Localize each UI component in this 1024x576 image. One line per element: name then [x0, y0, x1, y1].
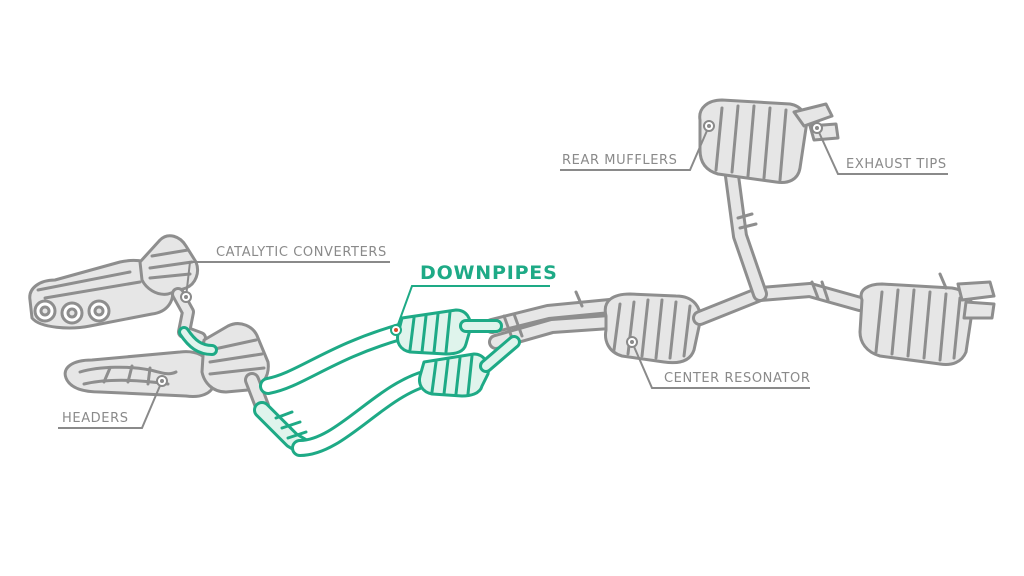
lower-header-part — [63, 350, 216, 398]
center-resonator-part — [603, 292, 702, 365]
gray-parts — [28, 98, 996, 414]
headers-leader — [58, 380, 163, 429]
upper-catalytic-converter-part — [138, 234, 207, 345]
lower-rear-muffler-part — [858, 272, 996, 366]
rear-mufflers-marker — [703, 120, 715, 132]
upper-header-part — [28, 258, 175, 330]
catalytic-converters-marker — [180, 291, 192, 303]
downpipes-part — [178, 308, 521, 457]
headers-label: HEADERS — [62, 411, 129, 426]
center-resonator-leader — [631, 341, 810, 389]
markers — [156, 120, 823, 387]
headers-marker — [156, 375, 168, 387]
catalytic-converters-leader — [185, 261, 390, 298]
rear-pipes-part — [692, 168, 868, 326]
catalytic-converters-label: CATALYTIC CONVERTERS — [216, 245, 387, 260]
exhaust-tips-label: EXHAUST TIPS — [846, 157, 947, 172]
rear-mufflers-label: REAR MUFFLERS — [562, 153, 678, 168]
center-resonator-label: CENTER RESONATOR — [664, 371, 811, 386]
lower-catalytic-converter-part — [200, 322, 270, 414]
downpipes-leader — [395, 285, 550, 331]
upper-rear-muffler-part — [698, 98, 840, 184]
exhaust-tips-marker — [811, 122, 823, 134]
exhaust-tips-leader — [816, 127, 948, 175]
leader-lines — [58, 125, 948, 429]
downpipes-label: DOWNPIPES — [420, 262, 558, 284]
mid-pipes-part — [484, 290, 618, 350]
rear-mufflers-leader — [560, 125, 710, 171]
downpipes-marker — [390, 324, 402, 336]
center-resonator-marker — [626, 336, 638, 348]
